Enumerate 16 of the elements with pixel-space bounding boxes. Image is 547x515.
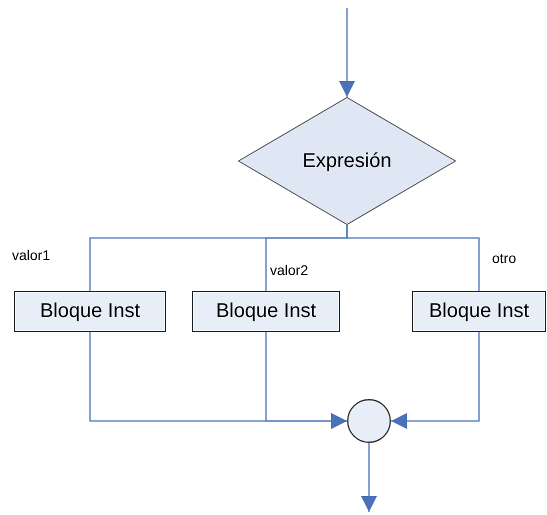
- node-label: Bloque Inst: [40, 300, 140, 323]
- decision-diamond: [238, 97, 456, 225]
- arrow: [361, 443, 377, 512]
- process-box: [14, 291, 166, 332]
- edge-label: valor2: [270, 262, 308, 278]
- connector-line: [346, 225, 480, 291]
- edge-label: valor1: [12, 247, 50, 263]
- arrow: [265, 332, 347, 429]
- node-label: Bloque Inst: [216, 300, 316, 323]
- node-label: Expresión: [302, 150, 392, 172]
- process-box: [412, 291, 546, 332]
- process-box: [192, 291, 340, 332]
- arrow: [339, 8, 355, 97]
- node-label: Bloque Inst: [428, 300, 530, 323]
- connector-circle: [347, 399, 391, 443]
- arrow: [391, 332, 480, 429]
